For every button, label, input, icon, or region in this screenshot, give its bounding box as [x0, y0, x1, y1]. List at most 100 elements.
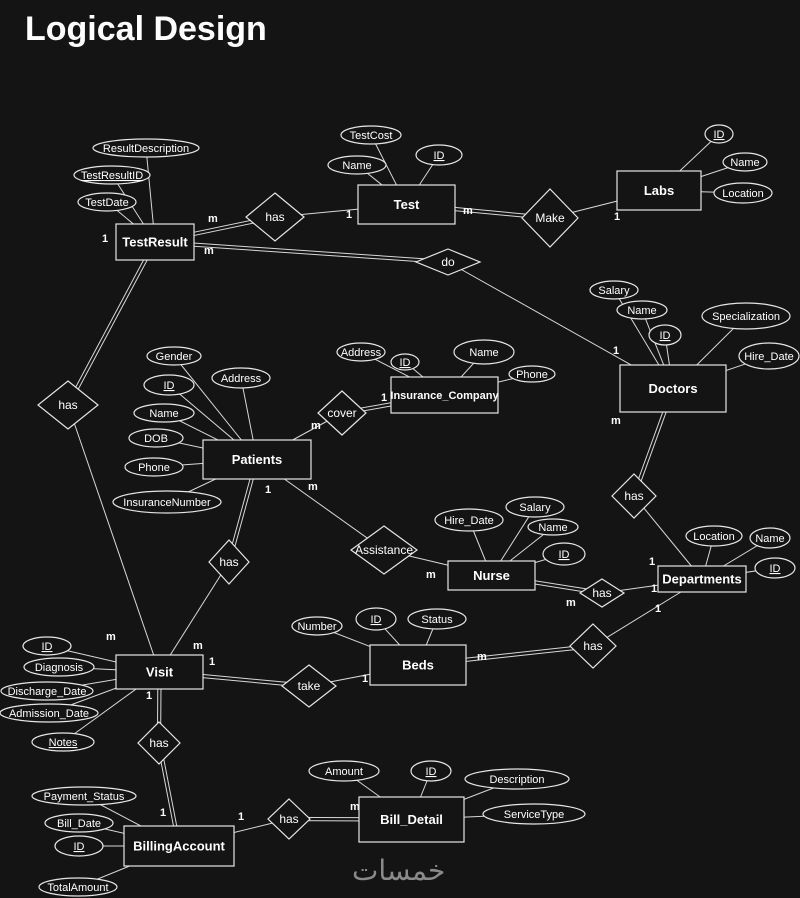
attribute-billing-bill-date: Bill_Date — [44, 813, 114, 833]
entity-box — [115, 654, 204, 690]
attribute-billdetail-description: Description — [464, 768, 570, 790]
attribute-ellipse — [508, 365, 556, 383]
relationship-r-visit-bill: has — [137, 721, 181, 765]
attribute-patients-address: Address — [211, 367, 271, 389]
relationship-diamond — [569, 623, 617, 669]
attribute-label: Description — [489, 774, 544, 786]
cardinality-label: 1 — [649, 556, 655, 568]
attribute-ellipse — [749, 527, 791, 549]
relationship-r-do: do — [414, 248, 482, 276]
entity-box — [390, 376, 499, 414]
relationship-r-bill-detail: has — [267, 798, 311, 840]
relationship-r-pat-visit: has — [208, 539, 250, 585]
attribute-label: Name — [730, 157, 759, 169]
attribute-label: ID — [660, 330, 671, 342]
attribute-insurance-phone: Phone — [508, 365, 556, 383]
attribute-label: Name — [627, 305, 656, 317]
attribute-label: Payment_Status — [44, 791, 125, 803]
attribute-nurse-salary: Salary — [505, 496, 565, 518]
attribute-label: Location — [693, 531, 735, 543]
relationship-label: Make — [535, 211, 565, 225]
relationship-label: has — [592, 586, 611, 600]
attribute-label: ID — [426, 766, 437, 778]
attribute-doctors-salary: Salary — [589, 280, 639, 300]
entity-label: Nurse — [473, 568, 510, 583]
attribute-label: Salary — [519, 502, 551, 514]
entity-visit: Visit — [115, 654, 204, 690]
cardinality-label: m — [208, 213, 218, 225]
attribute-label: ID — [74, 841, 85, 853]
entity-label: Departments — [662, 572, 741, 587]
attribute-ellipse — [527, 518, 579, 536]
attribute-beds-status: Status — [407, 608, 467, 630]
attribute-ellipse — [327, 155, 387, 175]
attribute-ellipse — [407, 608, 467, 630]
attribute-patients-name: Name — [133, 403, 195, 423]
relationship-line — [159, 561, 230, 673]
cardinality-label: m — [463, 205, 473, 217]
entity-departments: Departments — [657, 565, 747, 593]
attribute-visit-id: ID — [22, 636, 72, 656]
attribute-ellipse — [0, 703, 99, 723]
attribute-ellipse — [616, 300, 668, 320]
cardinality-label: 1 — [238, 811, 244, 823]
attribute-label: Gender — [156, 351, 193, 363]
relationship-line — [67, 404, 160, 673]
attribute-ellipse — [124, 457, 184, 477]
attribute-label: ServiceType — [504, 809, 565, 821]
attribute-label: Specialization — [712, 311, 780, 323]
attribute-label: ID — [400, 357, 411, 369]
attribute-visit-admission-date: Admission_Date — [0, 703, 99, 723]
key-attribute-ellipse — [355, 607, 397, 631]
cardinality-label: 1 — [655, 603, 661, 615]
relationship-label: has — [279, 812, 298, 826]
relationship-diamond — [137, 721, 181, 765]
attribute-label: ID — [770, 563, 781, 575]
attribute-nurse-name: Name — [527, 518, 579, 536]
attribute-label: DOB — [144, 433, 168, 445]
entity-labs: Labs — [616, 170, 702, 211]
attribute-ellipse — [44, 813, 114, 833]
cardinality-label: m — [566, 597, 576, 609]
entity-box — [123, 825, 235, 867]
relationship-label: take — [298, 679, 321, 693]
entity-testresult: TestResult — [115, 223, 195, 261]
attribute-label: TestCost — [350, 130, 393, 142]
attribute-label: Admission_Date — [9, 708, 89, 720]
attribute-doctors-id: ID — [648, 324, 682, 346]
attribute-label: Name — [538, 522, 567, 534]
attribute-label: Address — [221, 373, 262, 385]
relationship-diamond — [245, 192, 305, 242]
entity-beds: Beds — [369, 644, 467, 686]
attribute-nurse-id: ID — [542, 542, 586, 566]
attribute-doctors-specialization: Specialization — [701, 302, 791, 330]
attribute-label: ID — [42, 641, 53, 653]
attribute-ellipse — [77, 192, 137, 212]
attribute-ellipse — [685, 525, 743, 547]
attribute-ellipse — [722, 152, 768, 172]
key-attribute-ellipse — [31, 732, 95, 752]
entity-label: Beds — [402, 658, 434, 673]
cardinality-label: m — [426, 569, 436, 581]
key-attribute-ellipse — [648, 324, 682, 346]
relationship-line — [154, 239, 449, 265]
key-attribute-ellipse — [22, 636, 72, 656]
entity-label: Visit — [146, 665, 174, 680]
relationship-line — [633, 495, 703, 580]
attribute-label: Bill_Date — [57, 818, 101, 830]
entity-box — [357, 184, 456, 225]
attribute-label: ID — [434, 150, 445, 162]
watermark-logo: خمسات — [352, 854, 445, 887]
entity-box — [202, 439, 312, 480]
attribute-label: Phone — [138, 462, 170, 474]
relationship-diamond — [349, 525, 419, 575]
relationship-diamond — [208, 539, 250, 585]
attribute-ellipse — [133, 403, 195, 423]
entity-label: Insurance_Company — [390, 390, 499, 402]
attribute-ellipse — [92, 138, 200, 158]
attribute-label: ResultDescription — [103, 143, 189, 155]
relationship-diamond — [267, 798, 311, 840]
attribute-billing-payment-status: Payment_Status — [31, 786, 137, 806]
relationship-r-nurse-dep: has — [578, 578, 626, 608]
page-title: Logical Design — [25, 10, 267, 48]
